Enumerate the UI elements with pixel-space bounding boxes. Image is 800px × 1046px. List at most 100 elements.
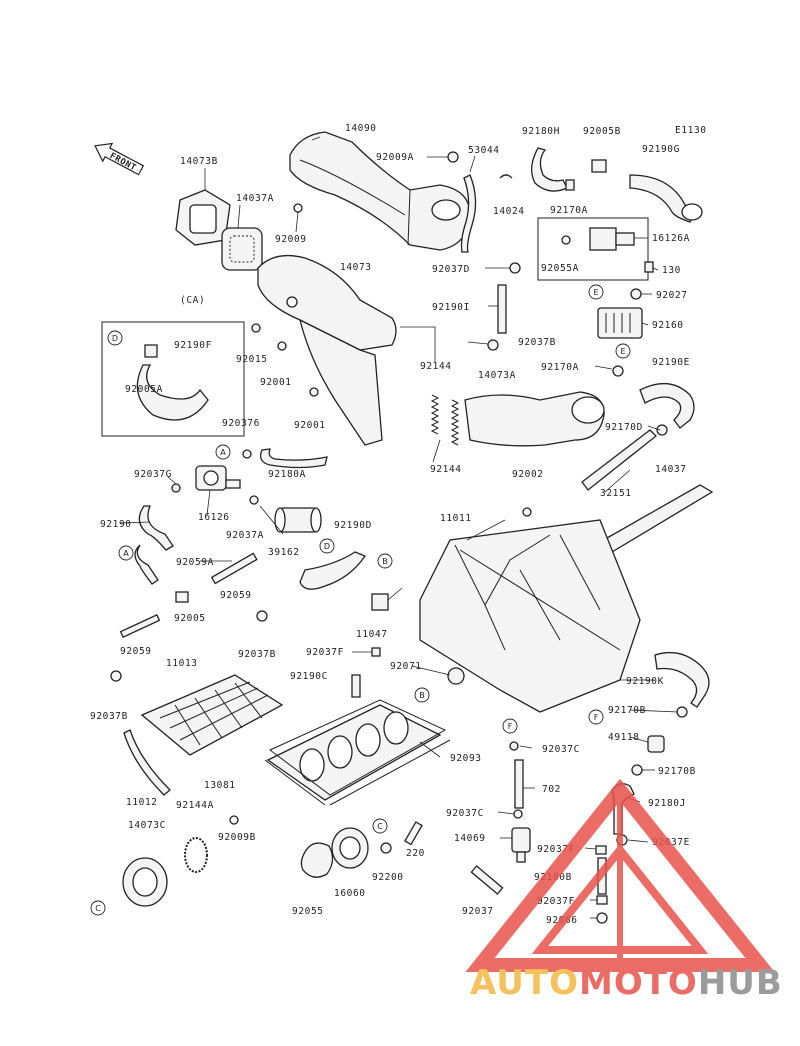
label-92037C-b: 92037C: [446, 808, 484, 819]
label-16126: 16126: [198, 512, 230, 523]
label-92180H: 92180H: [522, 126, 560, 137]
label-14073: 14073: [340, 262, 372, 273]
label-13081: 13081: [204, 780, 236, 791]
hose-92180H: [531, 147, 568, 192]
screw-92015: [251, 323, 261, 333]
hose-92190E: [639, 383, 695, 429]
bolt-220: [404, 821, 423, 846]
label-92005A: 92005A: [125, 384, 163, 395]
label-92037F-a: 92037F: [306, 647, 344, 658]
screw-92001-b: [309, 387, 319, 397]
label-92037F-c: 92037F: [537, 896, 575, 907]
label-92190C: 92190C: [290, 671, 328, 682]
label-92005: 92005: [174, 613, 206, 624]
watermark-triangle-icon: [465, 778, 775, 972]
watermark-auto: AUTO: [470, 963, 579, 1003]
hose-92190D: [299, 551, 366, 590]
svg-text:D: D: [112, 334, 118, 343]
hose-702: [514, 759, 524, 809]
label-92093: 92093: [450, 753, 482, 764]
label-14024: 14024: [493, 206, 525, 217]
label-53044: 53044: [468, 145, 500, 156]
label-92055: 92055: [292, 906, 324, 917]
svg-text:A: A: [123, 549, 129, 558]
joint-92005: [175, 591, 189, 603]
hose-92190: [138, 505, 174, 551]
watermark-text: AUTOMOTOHUB: [470, 963, 783, 1003]
watermark-logo: AUTOMOTOHUB: [465, 778, 783, 1003]
label-92170B-a: 92170B: [608, 705, 646, 716]
label-14073A: 14073A: [478, 370, 516, 381]
callout-e-mid: E: [615, 343, 631, 359]
hose-92059A: [134, 544, 159, 585]
clamp-92037D: [509, 262, 521, 274]
label-92144A: 92144A: [176, 800, 214, 811]
screw-92002: [522, 507, 532, 517]
hose-92190I: [497, 284, 507, 334]
screw-92009A: [447, 151, 459, 163]
svg-text:F: F: [508, 722, 513, 731]
clamp-92037B-mid: [487, 339, 499, 351]
grommet-92071: [447, 667, 465, 685]
band-92144A: [184, 837, 208, 873]
hose-53044: [460, 174, 477, 253]
label-92059A: 92059A: [176, 557, 214, 568]
label-14073C: 14073C: [128, 820, 166, 831]
clamp-92005B: [591, 159, 607, 173]
label-14037A: 14037A: [236, 193, 274, 204]
clip-14024: [499, 174, 513, 179]
label-92190D: 92190D: [334, 520, 372, 531]
svg-text:F: F: [594, 713, 599, 722]
spring-92144-a: [430, 394, 440, 435]
label-92180A: 92180A: [268, 469, 306, 480]
label-92037G: 92037G: [134, 469, 172, 480]
label-92002: 92002: [512, 469, 544, 480]
label-92160: 92160: [652, 320, 684, 331]
label-92037: 92037: [462, 906, 494, 917]
nut-92027: [630, 288, 642, 300]
label-16126A: 16126A: [652, 233, 690, 244]
clamp-92037A: [249, 495, 259, 505]
label-14069: 14069: [454, 833, 486, 844]
label-92001-b: 92001: [294, 420, 326, 431]
callout-f-center: F: [502, 718, 518, 734]
front-arrow-icon: FRONT: [94, 142, 145, 176]
label-92190K: 92190K: [626, 676, 664, 687]
svg-text:A: A: [220, 448, 226, 457]
clamp-92037-mid: [242, 449, 252, 459]
clamp-92037C-a: [509, 741, 519, 751]
clamp-92170B-b: [631, 764, 643, 776]
bracket-11047: [371, 593, 389, 611]
label-92180J: 92180J: [648, 798, 686, 809]
label-92190G: 92190G: [642, 144, 680, 155]
clamp-92170A-mid: [612, 365, 624, 377]
label-130: 130: [662, 265, 681, 276]
watermark-moto: MOTO: [579, 963, 698, 1003]
callout-b-bottom: B: [414, 687, 430, 703]
svg-text:C: C: [377, 822, 383, 831]
svg-text:E: E: [593, 288, 598, 297]
gasket-92093: [264, 699, 451, 806]
air-duct-14073A: [464, 391, 605, 447]
hose-92190G: [629, 174, 696, 223]
svg-text:C: C: [95, 904, 101, 913]
label-92190F: 92190F: [174, 340, 212, 351]
label-92037B-mid: 92037B: [518, 337, 556, 348]
label-32151: 32151: [600, 488, 632, 499]
screw-92009: [293, 203, 303, 213]
cap-92066: [596, 912, 608, 924]
hose-92180A: [259, 448, 328, 469]
ca-group-box: [101, 321, 245, 437]
svg-text:B: B: [382, 557, 388, 566]
label-39162: 39162: [268, 547, 300, 558]
label-49118: 49118: [608, 732, 640, 743]
label-11047: 11047: [356, 629, 388, 640]
diagram-id: E1130: [675, 125, 707, 136]
label-92037C-a: 92037C: [542, 744, 580, 755]
label-92001-a: 92001: [260, 377, 292, 388]
callout-b-top: B: [377, 553, 393, 569]
clamp-92170B-a: [676, 706, 688, 718]
clamp-92037F-a: [371, 647, 381, 657]
plate-92037: [470, 865, 504, 895]
label-14090: 14090: [345, 123, 377, 134]
